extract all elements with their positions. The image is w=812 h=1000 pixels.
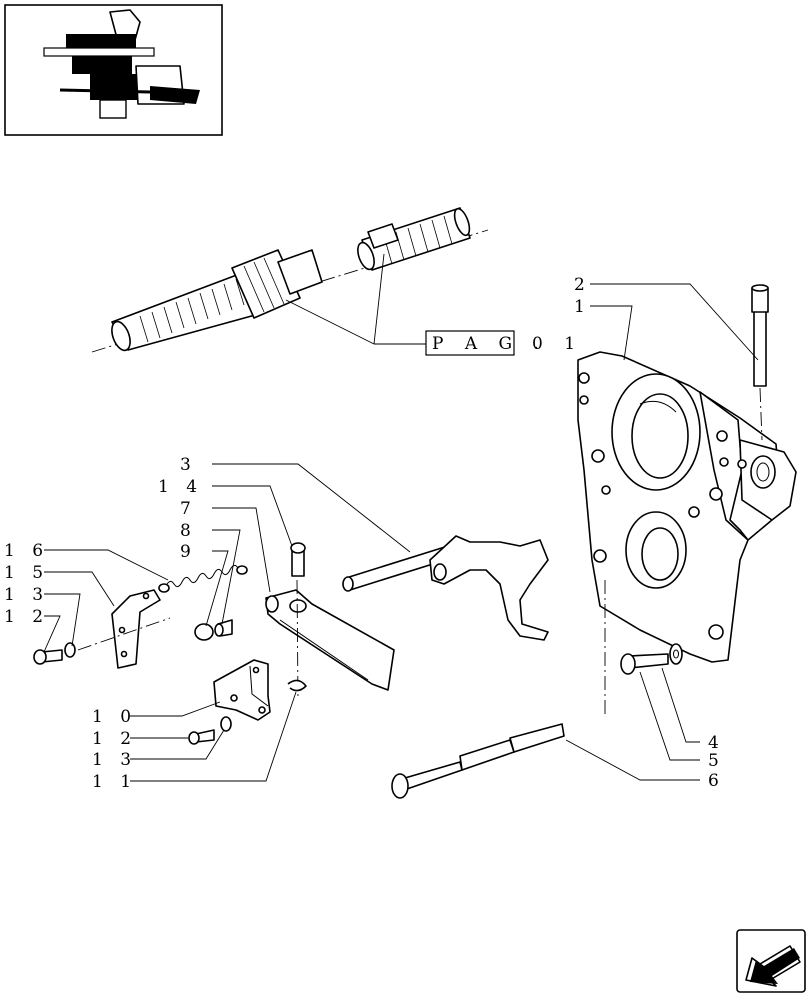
thumbnail-assembly-sketch xyxy=(43,9,200,119)
label-15: 1 5 xyxy=(4,563,49,583)
label-11: 1 1 xyxy=(92,772,137,792)
label-12-upper: 1 2 xyxy=(4,607,49,627)
part-5-bolt[interactable] xyxy=(620,653,669,675)
label-13-lower: 1 3 xyxy=(92,750,137,770)
label-5: 5 xyxy=(708,751,725,771)
part-16-spring[interactable] xyxy=(158,564,248,593)
label-9: 9 xyxy=(180,542,197,562)
part-6-rod[interactable] xyxy=(391,580,606,799)
label-13-upper: 1 3 xyxy=(4,585,49,605)
pag-leaders xyxy=(285,253,426,345)
part-13-washer-upper[interactable] xyxy=(64,642,76,658)
part-4-washer[interactable] xyxy=(669,643,683,665)
part-7-shift-lever[interactable] xyxy=(265,579,395,701)
leader-lines xyxy=(43,283,759,782)
part-13-washer-lower[interactable] xyxy=(220,716,232,732)
part-8-bush[interactable] xyxy=(214,619,233,637)
shaft-reference-group: P A G . 0 1 xyxy=(91,207,583,356)
part-2-pin[interactable] xyxy=(751,284,769,441)
page-reference-prefix: P A G . xyxy=(432,334,547,354)
label-6: 6 xyxy=(708,771,725,791)
page-reference-box[interactable]: P A G . 0 1 xyxy=(425,330,583,356)
label-16: 1 6 xyxy=(4,541,49,561)
label-12-lower: 1 2 xyxy=(92,729,137,749)
label-10: 1 0 xyxy=(92,707,137,727)
page-reference-number[interactable]: 0 1 xyxy=(532,334,583,354)
label-8: 8 xyxy=(180,521,197,541)
label-14: 1 4 xyxy=(158,477,203,497)
part-3-selector-rod-fork[interactable] xyxy=(342,535,549,641)
callout-labels: 2 1 3 1 4 7 8 9 1 6 1 5 1 3 1 2 1 0 1 2 … xyxy=(4,275,725,792)
label-1: 1 xyxy=(574,297,591,317)
housing-bolt-holes xyxy=(578,372,747,640)
part-12-screw-upper[interactable] xyxy=(33,649,63,665)
label-7: 7 xyxy=(180,499,197,519)
navigation-arrow-button[interactable] xyxy=(736,929,806,993)
part-14-pin[interactable] xyxy=(290,542,306,577)
part-1-housing[interactable] xyxy=(577,351,797,663)
part-9-bush[interactable] xyxy=(194,623,214,641)
part-11-circlip[interactable] xyxy=(287,679,307,692)
part-12-screw-lower[interactable] xyxy=(188,729,215,745)
shaft-splined-right xyxy=(357,207,471,271)
label-3: 3 xyxy=(180,455,197,475)
label-4: 4 xyxy=(708,733,725,753)
shaft-splined-left xyxy=(111,249,323,352)
thumbnail-overview[interactable] xyxy=(4,4,223,136)
part-15-bracket[interactable] xyxy=(111,589,161,669)
label-2: 2 xyxy=(574,275,591,295)
part-10-bracket[interactable] xyxy=(213,659,271,721)
back-arrow-icon xyxy=(745,945,801,987)
